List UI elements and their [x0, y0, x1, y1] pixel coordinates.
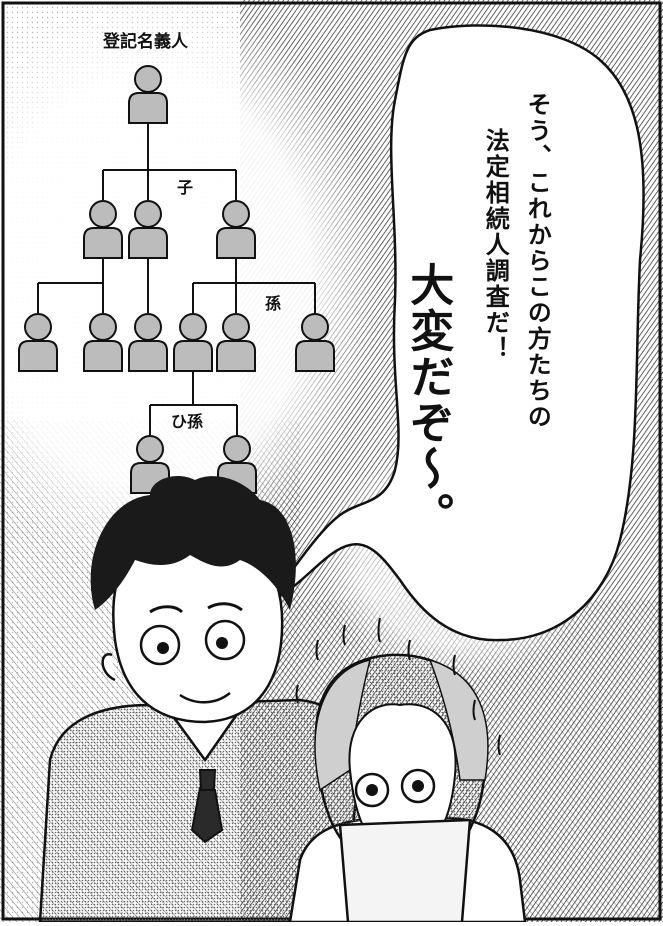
- person-grandchild-icon: [18, 313, 58, 372]
- family-tree-person-icons: [18, 65, 335, 494]
- man-figure: [38, 475, 362, 924]
- person-registered-owner-icon: [128, 65, 168, 124]
- person-grandchild-icon: [295, 313, 335, 372]
- woman-figure: [288, 617, 527, 924]
- person-grandchild-icon: [83, 313, 123, 372]
- person-grandchild-icon: [216, 313, 256, 372]
- person-grandchild-icon: [128, 313, 168, 372]
- person-child-icon: [83, 200, 123, 259]
- person-grandchild-icon: [173, 313, 213, 372]
- great-grandchildren-label: ひ孫: [168, 414, 207, 430]
- children-label: 子: [174, 180, 197, 196]
- family-tree-lines: [37, 123, 316, 435]
- person-child-icon: [216, 200, 256, 259]
- speech-emphasis: 大変だぞ〜。: [402, 262, 454, 538]
- thought-bubble: [266, 24, 645, 642]
- person-child-icon: [128, 200, 168, 259]
- speech-line-1: そう、これからこの方たちの: [523, 92, 552, 430]
- grandchildren-label: 孫: [262, 296, 285, 312]
- speech-line-2: 法定相続人調査だ！: [481, 128, 510, 362]
- registered-owner-label: 登記名義人: [100, 34, 191, 51]
